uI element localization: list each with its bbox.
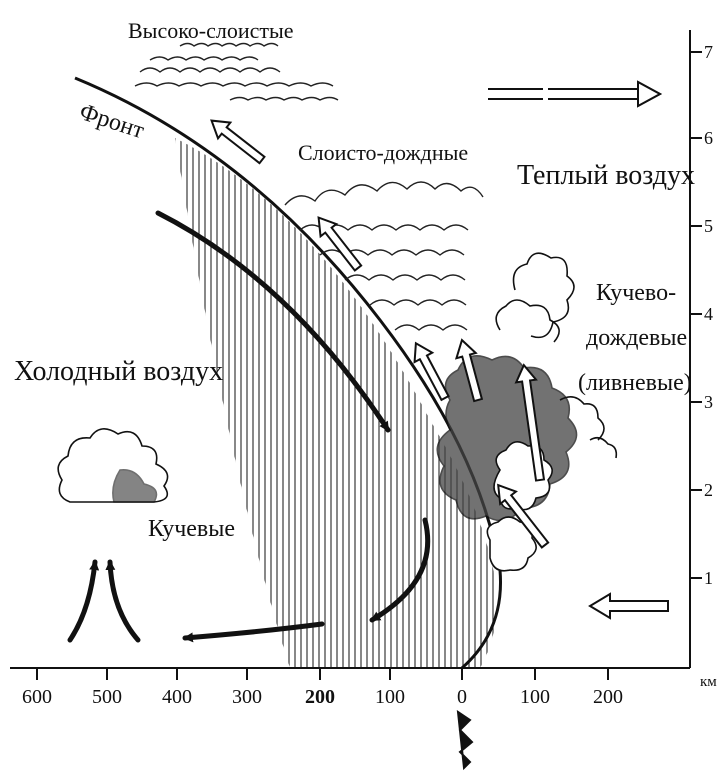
- warm-air-label: Теплый воздух: [517, 160, 695, 191]
- x-axis-unit: км: [700, 674, 717, 690]
- y-tick-labels: 1 2 3 4 5 6 7: [704, 42, 713, 588]
- warm-air-flow-arrows: [210, 80, 669, 620]
- upper-warm-air-arrow: [210, 119, 266, 165]
- y-tick-label: 5: [704, 216, 713, 236]
- warm-air-right-arrow: [488, 80, 663, 108]
- outflow-arrow: [182, 621, 325, 643]
- cumulonimbus-lift-arrow-1: [413, 341, 450, 402]
- cumulonimbus-lift-arrow-4: [497, 483, 550, 549]
- cold-air-label: Холодный воздух: [14, 356, 223, 387]
- x-tick-label: 200: [593, 686, 623, 708]
- curving-airflow-arrow: [369, 517, 431, 623]
- x-tick-labels: 600 500 400 300 200 100 0 100 200: [22, 686, 623, 708]
- x-tick-label: 100: [520, 686, 550, 708]
- y-tick-label: 6: [704, 128, 713, 148]
- surface-warm-air-left-arrow: [588, 592, 669, 620]
- rising-arrow-left: [67, 559, 100, 643]
- x-axis: [10, 667, 690, 680]
- x-tick-label: 500: [92, 686, 122, 708]
- x-tick-label: 100: [375, 686, 405, 708]
- y-tick-label: 3: [704, 392, 713, 412]
- y-tick-label: 4: [704, 304, 713, 324]
- y-tick-label: 1: [704, 568, 713, 588]
- front-line: [74, 76, 503, 670]
- x-tick-label: 600: [22, 686, 52, 708]
- front-position-marker: [456, 709, 474, 771]
- cumulonimbus-label-line1: Кучево-: [596, 280, 676, 306]
- cold-air-flow-arrows: [67, 210, 431, 643]
- cumulonimbus-lift-arrow-3: [514, 363, 546, 482]
- frontal-zone-hatching: [175, 138, 498, 668]
- altostratus-cloud: [134, 42, 339, 101]
- x-tick-label: 300: [232, 686, 262, 708]
- x-tick-label: 200: [305, 686, 335, 708]
- y-tick-label: 7: [704, 42, 713, 62]
- y-axis: [689, 30, 702, 668]
- x-tick-label: 0: [457, 686, 467, 708]
- cumulonimbus-label-line2: дождевые: [586, 325, 687, 351]
- cumulus-cloud: [57, 428, 169, 503]
- cumulonimbus-lift-arrow-2: [454, 338, 484, 403]
- altostratus-label: Высоко-слоистые: [128, 18, 294, 43]
- x-tick-label: 400: [162, 686, 192, 708]
- rising-arrow-right: [105, 559, 141, 643]
- nimbostratus-label: Слоисто-дождные: [298, 140, 468, 165]
- cumulus-label: Кучевые: [148, 516, 235, 542]
- descending-airflow-arrow: [155, 210, 391, 433]
- y-tick-label: 2: [704, 480, 713, 500]
- nimbostratus-lift-arrow: [317, 216, 363, 272]
- cumulonimbus-label-line3: (ливневые): [578, 370, 692, 396]
